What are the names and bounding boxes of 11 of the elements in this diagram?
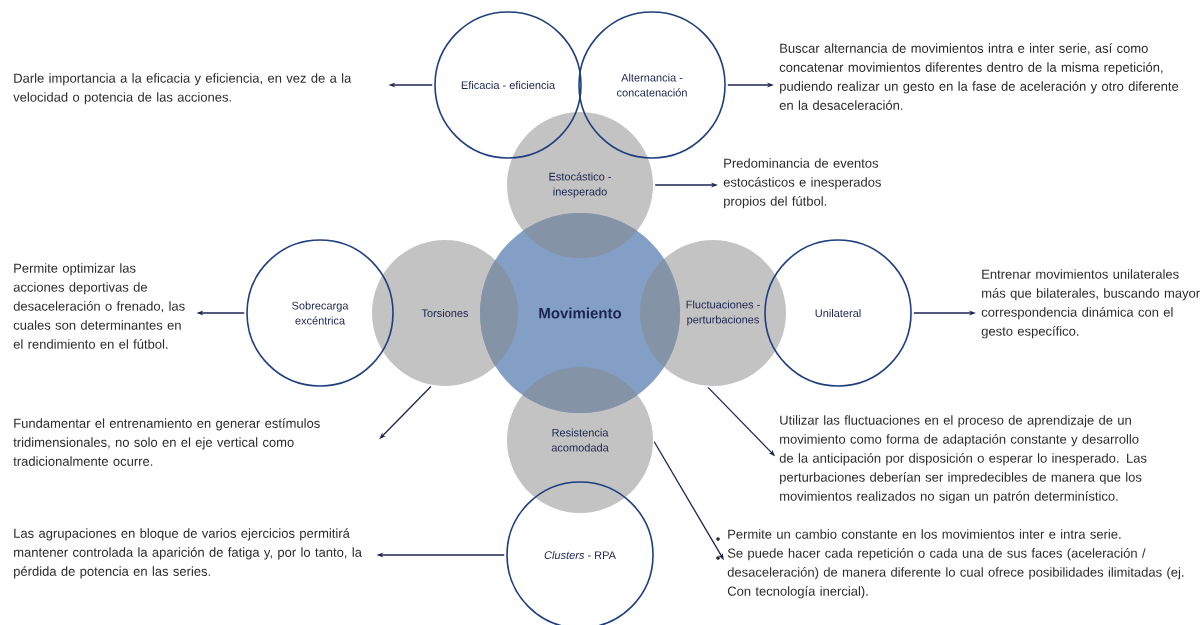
- description-text: Entrenar movimientos unilaterales más que bilaterales, buscando mayor correspondencia dinámica con el gesto específico.: [981, 269, 1200, 339]
- node-label: Permite un cambio constante en los movimientos inter e intra serie.: [728, 529, 1121, 539]
- description-text: Las agrupaciones en bloque de varios ejercicios permitirá mantener controlada la aparición de fatiga y, por lo tanto, la pérdida de potencia en las series.: [14, 528, 362, 579]
- bullet-list: Permite un cambio constante en los movimientos inter e intra serie. Se puede hacer cada repetición o cada una de sus faces (aceleración / desaceleración) de manera diferente lo cual ofrece posibilidades ilimitadas (ej. Con tecnología inercial).: [716, 529, 1184, 599]
- description-text: Darle importancia a la eficacia y eficiencia, en vez de a la velocidad o potencia de las acciones.: [13, 73, 352, 105]
- description-text: Utilizar las fluctuaciones en el proceso de aprendizaje de un movimiento como forma de adaptación constante y desarrollo de la anticipación por disposición o esperar lo inesperado. Las perturbaciones deberían ser impredecibles de manera que los movimientos realizados no sigan un patrón determinístico.: [779, 415, 1147, 504]
- description-text: Buscar alternancia de movimientos intra e inter serie, así como concatenar movimientos diferentes dentro de la misma repetición, pudiendo realizar un gesto en la fase de aceleración y otro diferente en la desaceleración.: [779, 43, 1179, 110]
- description-text: Permite optimizar las acciones deportivas de desaceleración o frenado, las cuales son determinantes en el rendimiento en el fútbol.: [13, 263, 185, 349]
- description-text: Fundamentar el entrenamiento en generar estímulos tridimensionales, no solo en el eje vertical como tradicionalmente ocurre.: [13, 418, 320, 466]
- description-text: Predominancia de eventos estocásticos e inesperados propios del fútbol.: [723, 158, 881, 209]
- node-label: Se puede hacer cada repetición o cada una de sus faces (aceleración / desaceleración) de manera diferente lo cual ofrece posibilidades ilimitadas (ej. Con tecnología inercial).: [727, 548, 1184, 599]
